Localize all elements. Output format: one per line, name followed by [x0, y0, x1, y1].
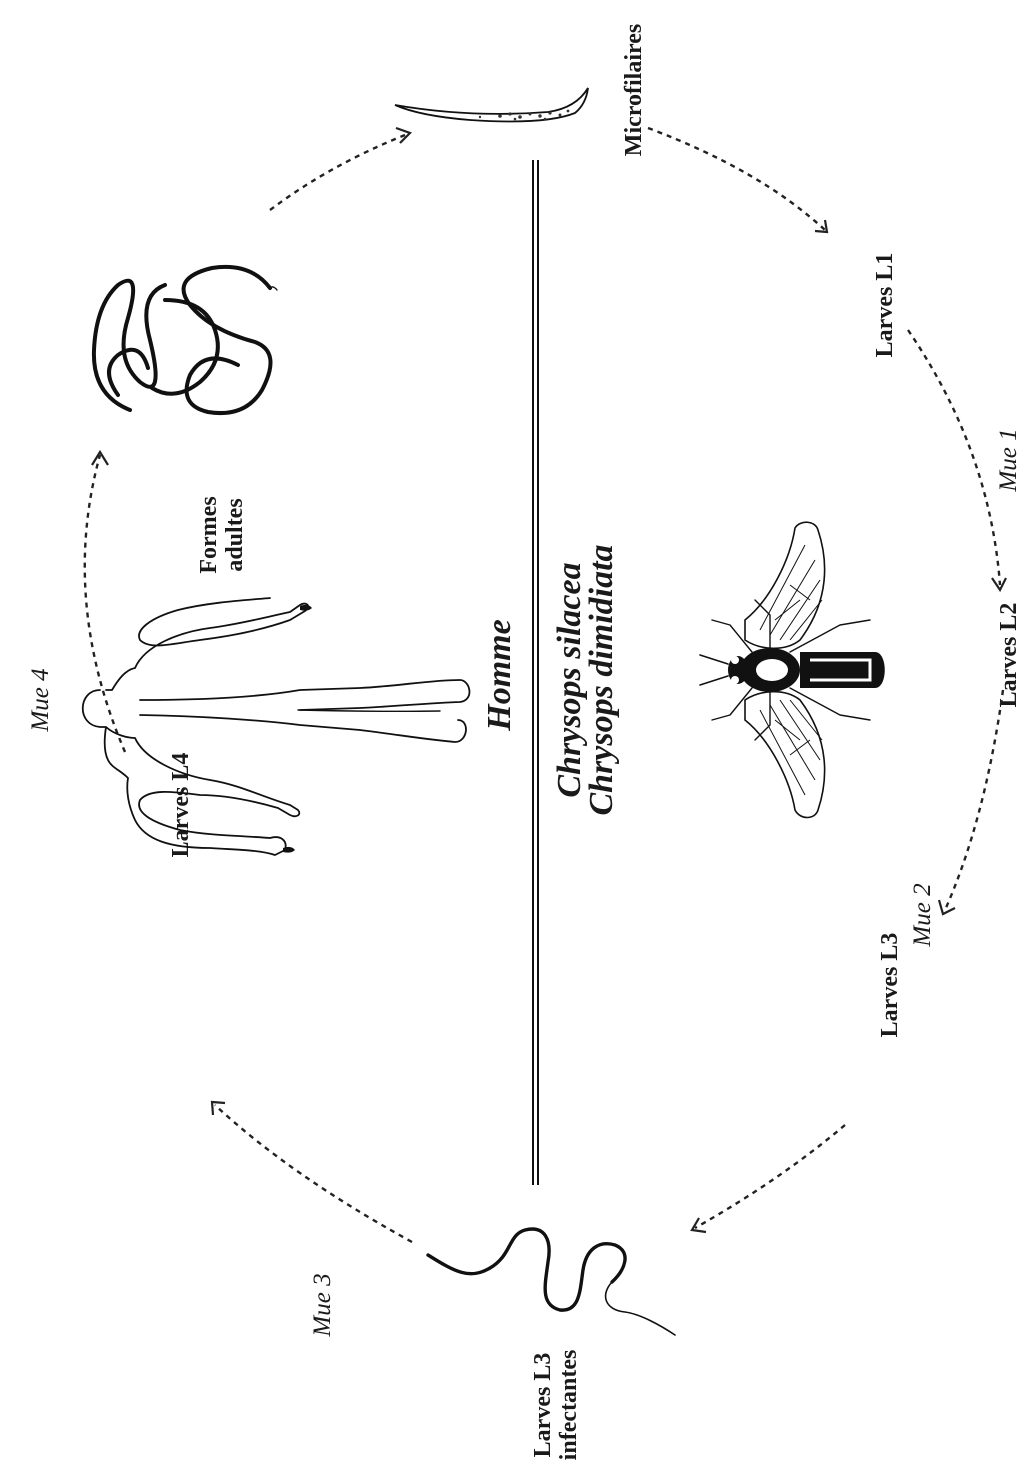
arrow-microfilaires-to-l1: [648, 128, 827, 232]
stage-label-formes-adultes-line1: Formes: [196, 496, 222, 573]
chrysops-fly-illustration: [700, 522, 885, 817]
stage-label-formes-adultes-line2: adultes: [222, 498, 248, 571]
stage-label-larves-l1: Larves L1: [872, 253, 898, 358]
moult-label-mue-1: Mue 1: [995, 428, 1022, 492]
host-label-chrysops-dimidiata: Chrysops dimidiata: [583, 544, 620, 815]
arrow-l2-to-l3: [939, 690, 1003, 914]
stage-label-larves-l3-infectantes-line1: Larves L3: [530, 1353, 556, 1458]
moult-label-mue-3: Mue 3: [309, 1273, 336, 1337]
arrow-l3-infectantes-to-l4: [212, 1102, 412, 1242]
infective-larva-illustration: [428, 1229, 675, 1335]
moult-label-mue-2: Mue 2: [909, 883, 936, 947]
arrow-l3-to-l3-infectantes: [692, 1125, 845, 1232]
stage-label-larves-l2: Larves L2: [996, 603, 1022, 708]
arrow-l4-to-adults: [85, 452, 125, 752]
stage-label-larves-l3: Larves L3: [877, 933, 903, 1038]
arrow-adults-to-microfilaires: [270, 128, 410, 210]
moult-label-mue-4: Mue 4: [27, 668, 54, 732]
host-divider: [533, 160, 538, 1185]
human-silhouette-illustration: [83, 598, 470, 855]
stage-label-microfilaires: Microfilaires: [621, 24, 647, 156]
stage-label-larves-l3-infectantes-line2: infectantes: [556, 1350, 582, 1461]
microfilaria-illustration: [395, 88, 588, 121]
arrow-l1-to-l2: [908, 330, 1006, 590]
adult-worms-illustration: [94, 267, 277, 413]
host-label-homme: Homme: [481, 619, 518, 731]
